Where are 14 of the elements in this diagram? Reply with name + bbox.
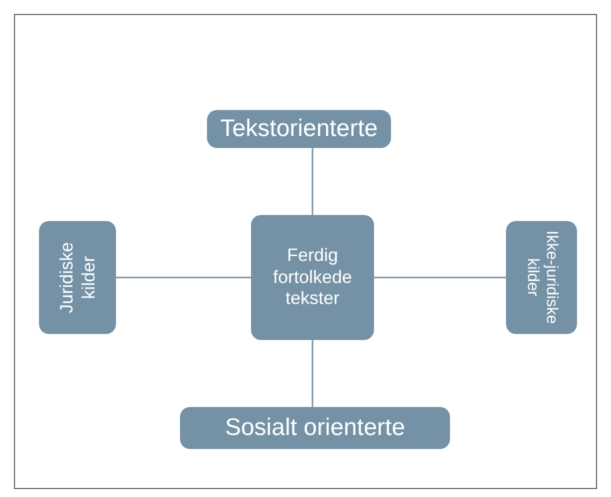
connector-line <box>312 148 314 215</box>
box-label: Ferdig fortolkede tekster <box>272 245 354 310</box>
rounded-box <box>180 407 450 449</box>
connector-line <box>116 276 251 278</box>
box-label: Ikke-juridiske kilder <box>522 230 561 326</box>
rounded-box <box>39 221 116 334</box>
rounded-box <box>506 221 577 334</box>
box-label: Sosialt orienterte <box>224 414 406 442</box>
box-label: Tekstorienterte <box>219 114 379 144</box>
connector-line <box>374 276 506 278</box>
box-label: Juridiske kilder <box>56 240 98 316</box>
rounded-box <box>251 215 374 340</box>
rounded-box <box>207 110 391 148</box>
connector-line <box>312 340 314 407</box>
